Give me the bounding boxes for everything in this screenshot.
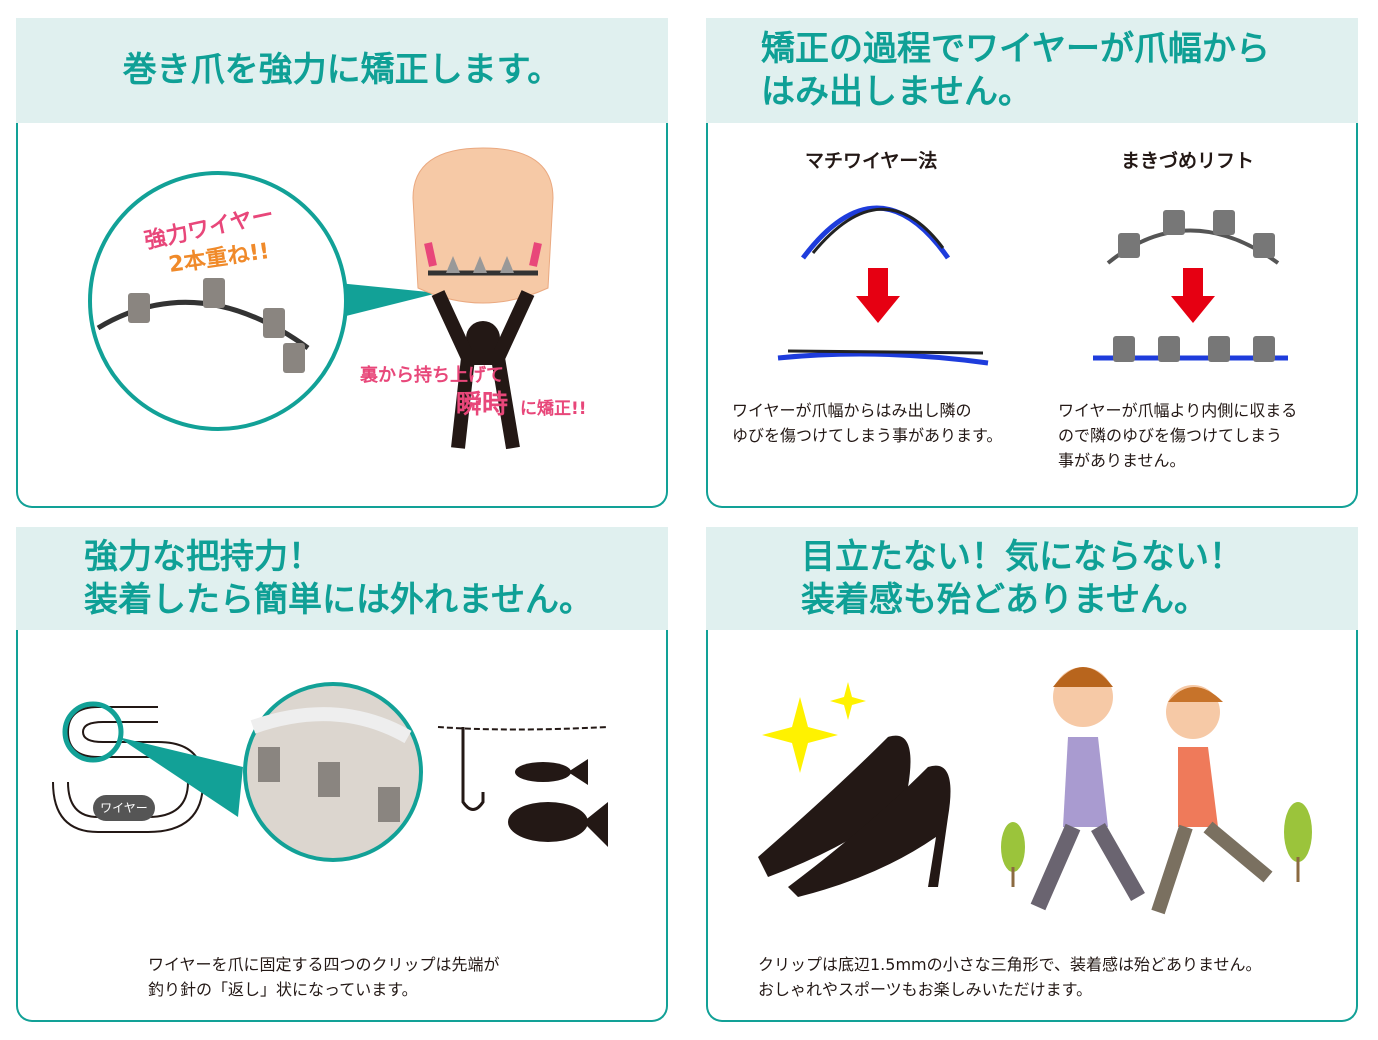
caption-line-1: 裏から持ち上げて — [360, 365, 504, 386]
comfort-caption: クリップは底辺1.5mmの小さな三角形で、装着感は殆どありません。 おしゃれやス… — [758, 952, 1262, 1002]
panel-title-line-1: 矯正の過程でワイヤーが爪幅から — [761, 29, 1270, 69]
product-caption: ワイヤーが爪幅より内側に収まる ので隣のゆびを傷つけてしまう 事がありません。 — [1058, 398, 1297, 473]
method-label-product: まきづめリフト — [1121, 150, 1255, 172]
caption-line: ワイヤーが爪幅より内側に収まる — [1058, 401, 1298, 420]
caption-line: 釣り針の「返し」状になっています。 — [148, 980, 418, 999]
caption-line-2: に矯正!! — [520, 399, 587, 419]
grip-caption: ワイヤーを爪に固定する四つのクリップは先端が 釣り針の「返し」状になっています。 — [148, 952, 500, 1002]
comparison-illustration — [777, 205, 1288, 366]
panel-header: 矯正の過程でワイヤーが爪幅から はみ出しません。 — [706, 18, 1358, 123]
caption-line: クリップは底辺1.5mmの小さな三角形で、装着感は殆どありません。 — [758, 955, 1262, 974]
feature-panel-grip: 強力な把持力！ 装着したら簡単には外れません。 ワイヤー ワイヤーを爪に固定する… — [16, 527, 668, 1022]
caption-emphasis: 瞬時 — [456, 390, 509, 420]
lifestyle-illustration — [758, 667, 1312, 915]
feature-panel-wire-width: 矯正の過程でワイヤーが爪幅から はみ出しません。 マチワイヤー法 まきづめリフト… — [706, 18, 1358, 508]
panel-header: 目立たない！気にならない！ 装着感も殆どありません。 — [706, 527, 1358, 630]
wire-label: ワイヤー — [100, 801, 148, 815]
caption-line: ワイヤーを爪に固定する四つのクリップは先端が — [148, 955, 500, 974]
competitor-caption: ワイヤーが爪幅からはみ出し隣の ゆびを傷つけてしまう事があります。 — [732, 398, 1002, 448]
panel-title-line-2: はみ出しません。 — [761, 71, 1032, 112]
panel-title-line-2: 装着したら簡単には外れません。 — [84, 579, 593, 620]
panel-title-line-1: 強力な把持力！ — [84, 537, 322, 577]
feature-panel-comfort: 目立たない！気にならない！ 装着感も殆どありません。 クリップは底辺1.5mmの… — [706, 527, 1358, 1022]
method-label-competitor: マチワイヤー法 — [805, 150, 938, 172]
panel-title-line-2: 装着感も殆どありません。 — [801, 579, 1208, 620]
panel-title: 巻き爪を強力に矯正します。 — [122, 50, 562, 91]
caption-line: おしゃれやスポーツもお楽しみいただけます。 — [758, 980, 1093, 999]
caption-line: 事がありません。 — [1058, 451, 1186, 470]
feature-panel-strong-correction: 巻き爪を強力に矯正します。 強力ワイヤー 2本重ね!! 裏から持ち上げて 瞬時 … — [16, 18, 668, 508]
caption-line: ので隣のゆびを傷つけてしまう — [1058, 426, 1283, 445]
clip-hook-illustration — [52, 682, 609, 862]
panel-title-line-1: 目立たない！気にならない！ — [801, 537, 1243, 577]
panel-header: 強力な把持力！ 装着したら簡単には外れません。 — [16, 527, 668, 630]
caption-line: ワイヤーが爪幅からはみ出し隣の — [732, 401, 972, 420]
panel-header: 巻き爪を強力に矯正します。 — [16, 18, 668, 123]
nail-lift-illustration — [88, 147, 554, 450]
caption-line: ゆびを傷つけてしまう事があります。 — [732, 426, 1003, 445]
